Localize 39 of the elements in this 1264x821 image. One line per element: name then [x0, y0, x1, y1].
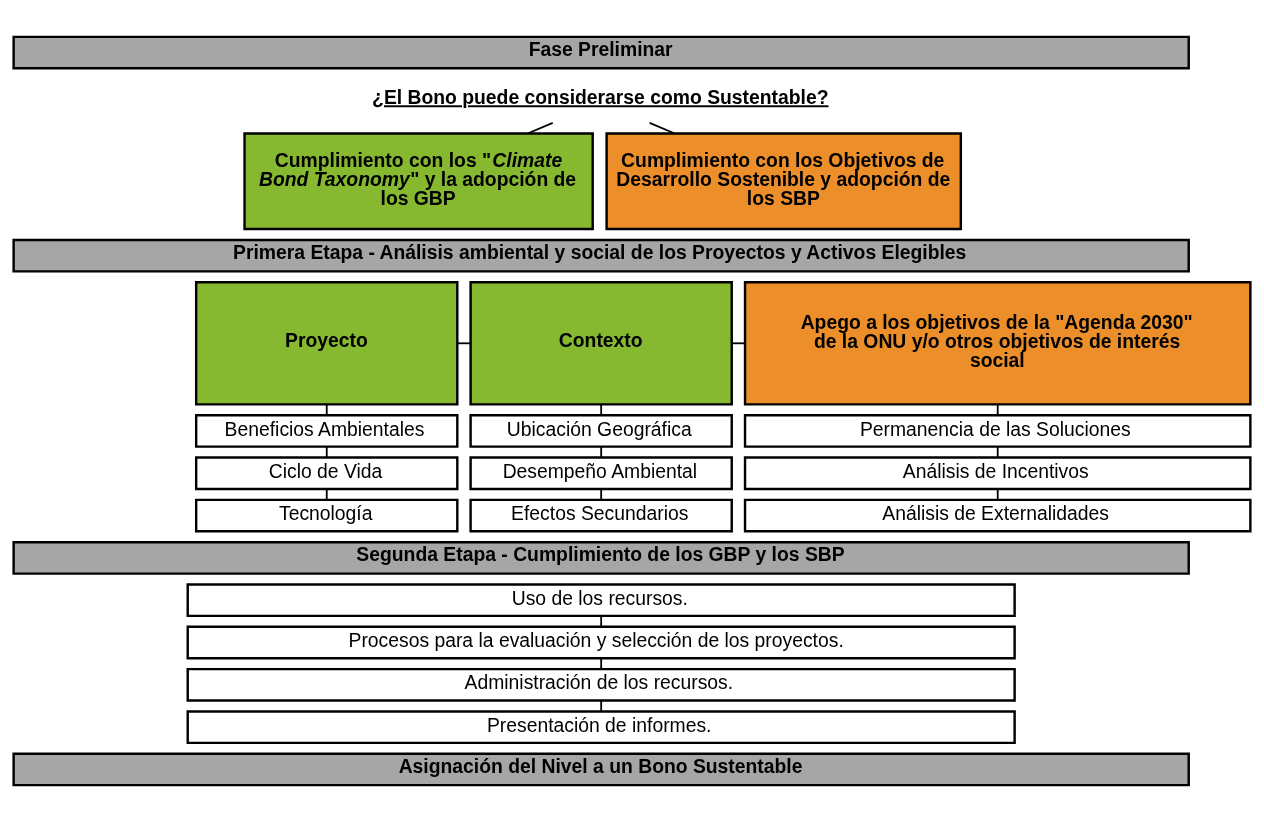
node-box: Ciclo de Vida [194, 455, 459, 490]
node-box: Análisis de Externalidades [743, 498, 1252, 532]
connector [600, 403, 603, 416]
node-box: Desempeño Ambiental [469, 455, 733, 490]
node-box: Apego a los objetivos de la "Agenda 2030" de la ONU y/o otros objetivos de interés social [743, 280, 1252, 406]
node-box: Beneficios Ambientales [194, 413, 459, 448]
connector [600, 487, 603, 501]
connector [996, 487, 999, 501]
node-box: Tecnología [194, 498, 459, 532]
connector [600, 657, 603, 670]
node-box: Proyecto [194, 280, 459, 406]
node-box: Segunda Etapa - Cumplimiento de los GBP y los SBP [12, 540, 1190, 575]
node-box: Ubicación Geográfica [469, 413, 733, 448]
node-box: Administración de los recursos. [186, 667, 1016, 702]
node-box: Cumplimiento con los "Climate Bond Taxonomy" y la adopción de los GBP [243, 131, 594, 230]
connector [325, 403, 328, 416]
node-box: Procesos para la evaluación y selección de los proyectos. [186, 625, 1016, 659]
connector [731, 341, 746, 344]
node-box: Uso de los recursos. [186, 582, 1016, 617]
node-box: Asignación del Nivel a un Bono Sustentable [12, 752, 1190, 786]
connector [996, 403, 999, 416]
node-box: Fase Preliminar [12, 35, 1190, 69]
node-box: Presentación de informes. [186, 709, 1016, 744]
connector [526, 121, 554, 134]
node-box: Contexto [469, 280, 733, 406]
connector [456, 341, 472, 344]
connector [600, 699, 603, 712]
node-box: Efectos Secundarios [469, 498, 733, 532]
node-box: Análisis de Incentivos [743, 455, 1252, 490]
connector [600, 445, 603, 458]
node-text: ¿El Bono puede considerarse como Sustentable? [372, 85, 829, 108]
node-box: Primera Etapa - Análisis ambiental y social de los Proyectos y Activos Elegibles [12, 238, 1190, 273]
connector [996, 445, 999, 458]
connector [648, 121, 676, 134]
connector [600, 614, 603, 627]
connector [325, 487, 328, 501]
node-box: Cumplimiento con los Objetivos de Desarrollo Sostenible y adopción de los SBP [605, 131, 963, 230]
node-box: Permanencia de las Soluciones [743, 413, 1252, 448]
connector [325, 445, 328, 458]
